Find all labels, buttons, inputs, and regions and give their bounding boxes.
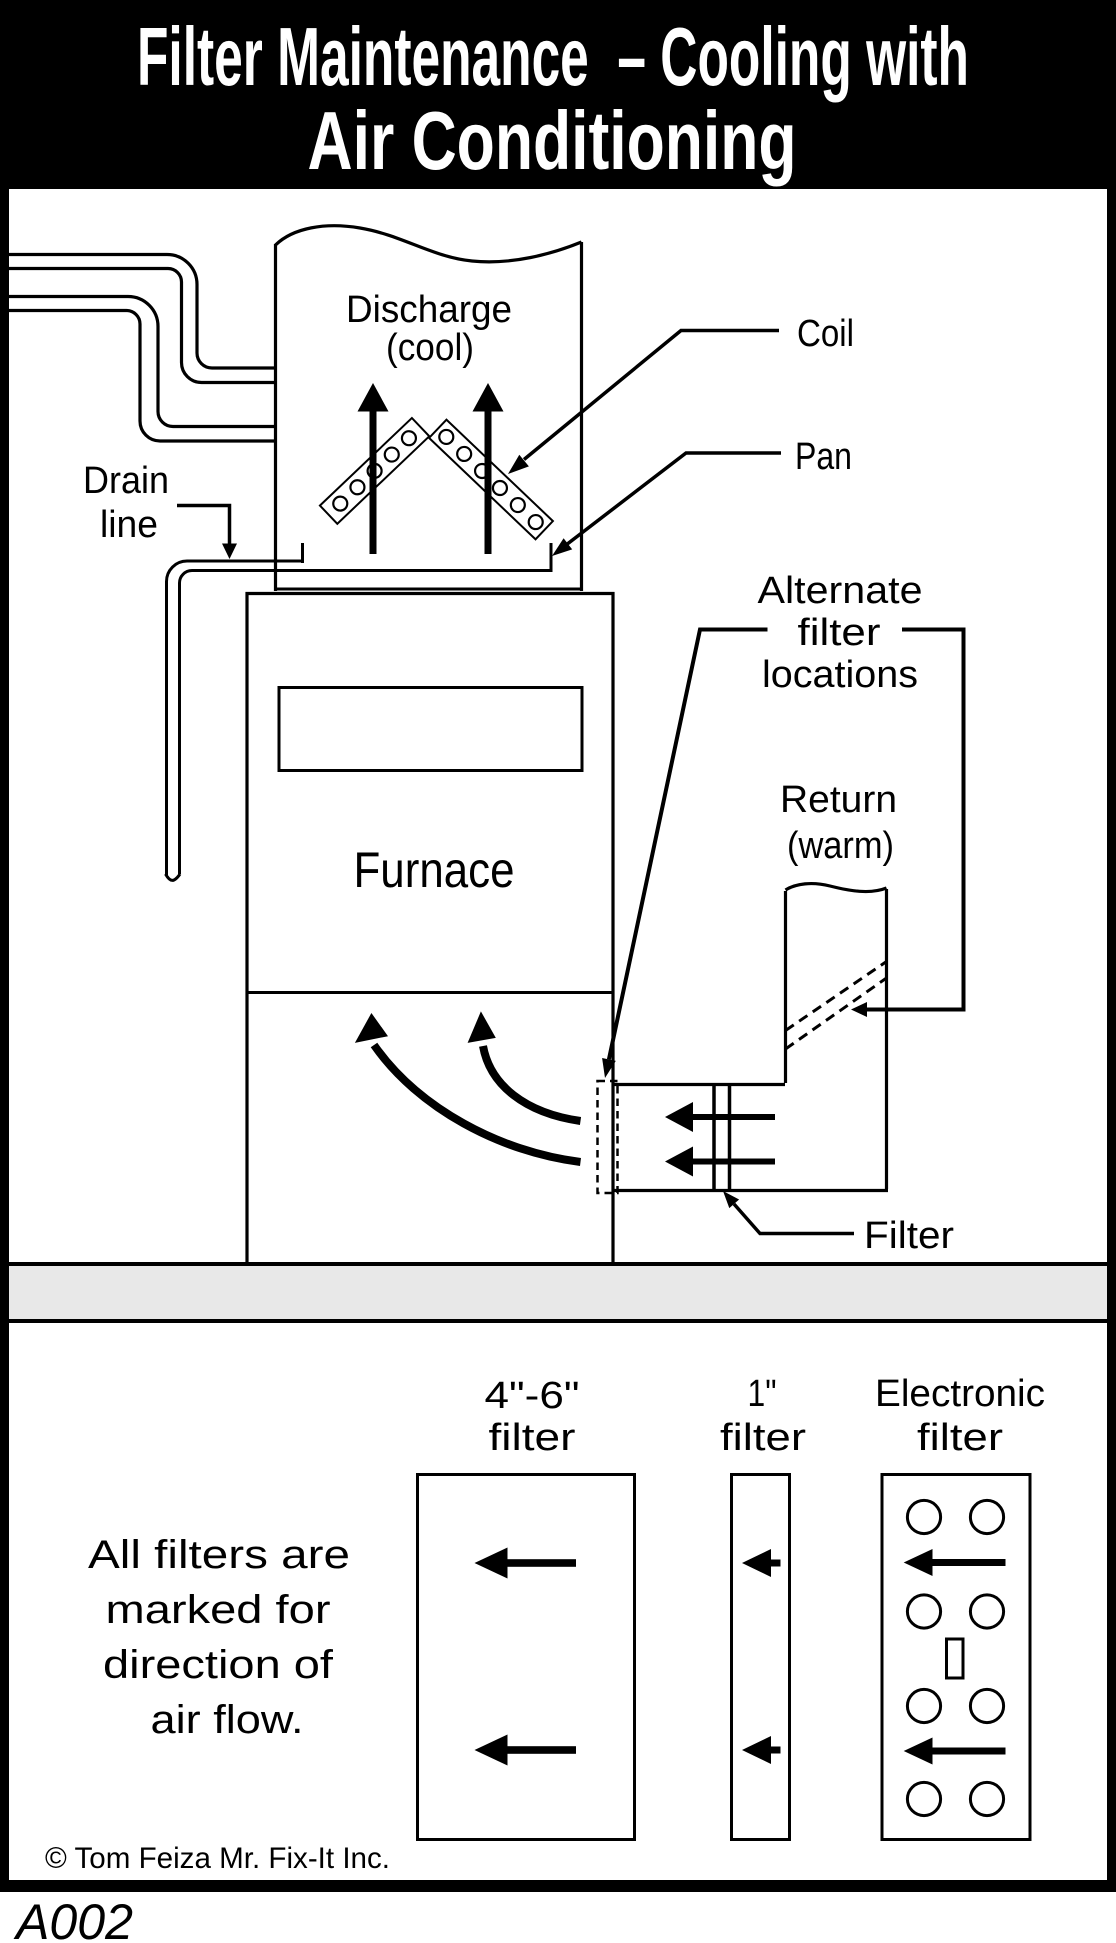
svg-text:Alternate: Alternate — [758, 570, 923, 612]
svg-text:Coil: Coil — [797, 313, 854, 355]
svg-text:Discharge: Discharge — [346, 289, 512, 331]
svg-text:air flow.: air flow. — [151, 1698, 304, 1742]
svg-text:1": 1" — [748, 1373, 777, 1415]
svg-text:line: line — [100, 504, 158, 546]
svg-text:Return: Return — [780, 779, 897, 821]
svg-text:Furnace: Furnace — [354, 842, 515, 898]
svg-text:Pan: Pan — [795, 436, 852, 478]
svg-text:direction of: direction of — [103, 1643, 334, 1687]
svg-text:(cool): (cool) — [386, 327, 474, 369]
svg-text:4"-6": 4"-6" — [485, 1375, 580, 1417]
svg-text:filter: filter — [720, 1417, 806, 1459]
svg-text:Filter Maintenance – Cooling: Filter Maintenance – Cooling with — [137, 10, 969, 103]
svg-text:(warm): (warm) — [787, 825, 894, 867]
svg-text:Air Conditioning: Air Conditioning — [308, 94, 797, 187]
svg-text:locations: locations — [762, 654, 918, 696]
svg-text:filter: filter — [489, 1417, 576, 1459]
svg-text:Electronic: Electronic — [875, 1373, 1045, 1415]
svg-text:filter: filter — [798, 612, 881, 654]
svg-text:marked for: marked for — [106, 1588, 331, 1632]
svg-text:Drain: Drain — [83, 460, 169, 502]
svg-text:filter: filter — [917, 1417, 1003, 1459]
svg-text:© Tom Feiza Mr. Fix-It Inc.: © Tom Feiza Mr. Fix-It Inc. — [45, 1842, 390, 1875]
svg-text:Filter: Filter — [864, 1215, 954, 1257]
svg-text:All filters are: All filters are — [88, 1533, 350, 1577]
svg-text:A002: A002 — [13, 1894, 133, 1943]
